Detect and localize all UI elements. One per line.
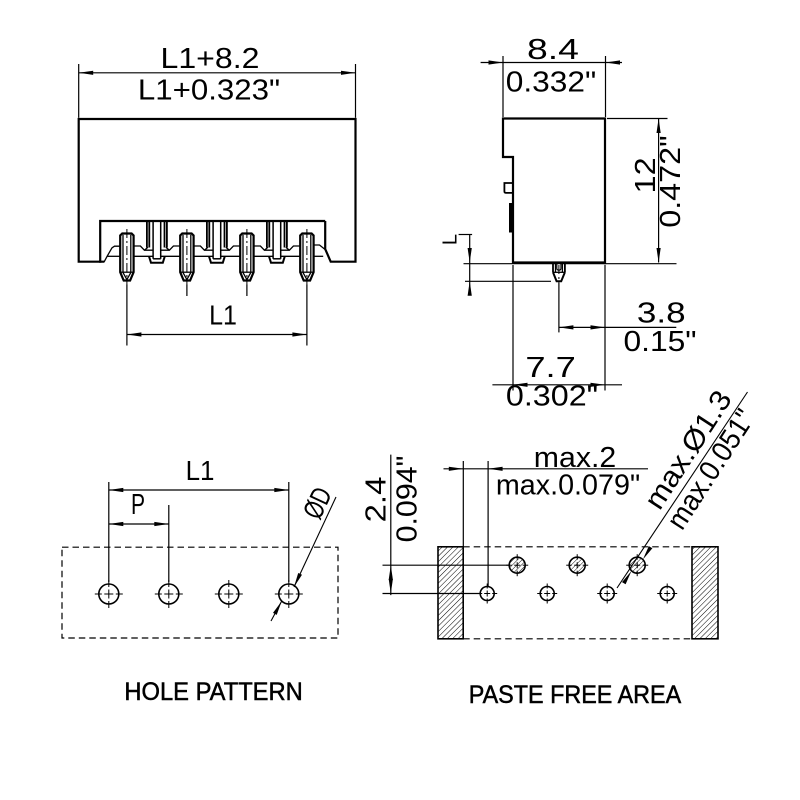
svg-text:L1+0.323": L1+0.323": [138, 74, 280, 106]
svg-text:12: 12: [629, 157, 662, 193]
svg-text:0.094": 0.094": [391, 456, 423, 543]
svg-text:0.15": 0.15": [623, 325, 696, 357]
svg-text:PASTE FREE AREA: PASTE FREE AREA: [469, 681, 682, 709]
svg-text:L1: L1: [186, 455, 215, 486]
svg-text:0.332": 0.332": [506, 67, 596, 99]
svg-text:L: L: [440, 234, 462, 245]
svg-text:max.2: max.2: [534, 442, 616, 474]
svg-text:max.0.079": max.0.079": [496, 469, 640, 501]
svg-text:7.7: 7.7: [525, 351, 576, 384]
svg-text:8.4: 8.4: [527, 34, 579, 66]
svg-text:L1: L1: [209, 299, 237, 331]
svg-text:P: P: [131, 489, 145, 521]
svg-text:0.302": 0.302": [506, 379, 598, 412]
svg-text:2.4: 2.4: [359, 477, 392, 523]
svg-text:HOLE PATTERN: HOLE PATTERN: [124, 679, 302, 707]
svg-text:3.8: 3.8: [637, 296, 686, 328]
svg-text:0.472": 0.472": [654, 135, 687, 227]
svg-text:L1+8.2: L1+8.2: [161, 42, 260, 74]
